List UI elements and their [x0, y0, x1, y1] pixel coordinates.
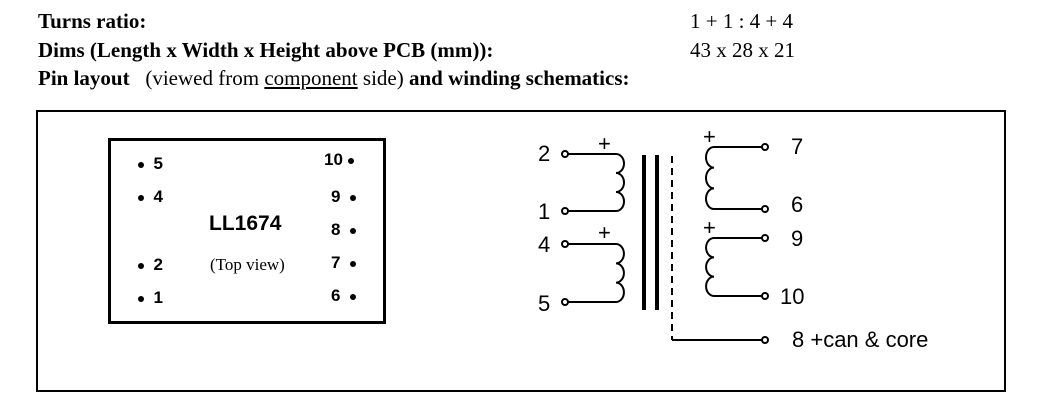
pin-label-10: 10 [780, 284, 804, 309]
pin-right-7: 7 [331, 254, 356, 272]
polarity-mark: + [703, 215, 716, 240]
pin-layout-tail: and winding schematics: [408, 66, 630, 90]
pin-label-6: 6 [791, 192, 803, 217]
terminal-icon [761, 143, 769, 151]
pin-layout-label: Pin layout [38, 66, 130, 90]
turns-ratio-label: Turns ratio: [38, 9, 147, 33]
pin-left-1: 1 [138, 289, 163, 307]
diagram-frame [36, 110, 1006, 392]
pin-layout-underline: component [264, 66, 358, 90]
polarity-mark: + [703, 124, 716, 149]
pin-right-10: 10 [324, 151, 354, 169]
terminal-icon [761, 336, 769, 344]
terminal-icon [561, 207, 569, 215]
terminal-icon [761, 205, 769, 213]
chip-name: LL1674 [209, 212, 282, 235]
terminal-icon [761, 234, 769, 242]
pin-dot [349, 194, 356, 201]
pin-layout-heading: Pin layout (viewed from component side) … [38, 66, 630, 90]
secondary-top-coil [705, 146, 762, 211]
pin-left-5: 5 [138, 155, 163, 173]
pin-dot [138, 262, 144, 269]
primary-bottom-coil [568, 243, 625, 303]
pin-label-4: 4 [538, 232, 550, 257]
pin-right-6: 6 [331, 287, 356, 305]
pin-dot [349, 293, 356, 300]
pin-label-5: 5 [538, 291, 550, 316]
chip-outline [108, 138, 386, 324]
secondary-bottom-coil [705, 237, 762, 297]
terminal-icon [761, 292, 769, 300]
pin-dot [349, 227, 356, 234]
pin-layout-pre: (viewed from [145, 66, 265, 90]
pin-left-4: 4 [138, 188, 163, 206]
pin-label-2: 2 [538, 141, 550, 166]
terminal-icon [561, 298, 569, 306]
pin-layout-post: side) [357, 66, 404, 90]
pin-left-2: 2 [138, 256, 163, 274]
dims-label: Dims (Length x Width x Height above PCB … [38, 38, 494, 62]
pin-label-7: 7 [791, 134, 803, 159]
terminal-icon [561, 240, 569, 248]
chip-view-label: (Top view) [210, 255, 285, 274]
pin-dot [138, 161, 144, 168]
pin-right-8: 8 [331, 221, 356, 239]
pin-dot [138, 295, 144, 302]
pin-dot [138, 194, 144, 201]
terminal-icon [561, 150, 569, 158]
polarity-mark: + [598, 131, 611, 156]
primary-top-coil [568, 153, 625, 212]
pin-dot [349, 260, 356, 267]
pin-dot [347, 157, 354, 164]
core-label: 8 +can & core [792, 327, 928, 352]
dims-value: 43 x 28 x 21 [690, 38, 795, 62]
pin-right-9: 9 [331, 188, 356, 206]
polarity-mark: + [598, 220, 611, 245]
pin-label-9: 9 [791, 226, 803, 251]
pin-label-1: 1 [538, 199, 550, 224]
turns-ratio-value: 1 + 1 : 4 + 4 [690, 9, 794, 33]
